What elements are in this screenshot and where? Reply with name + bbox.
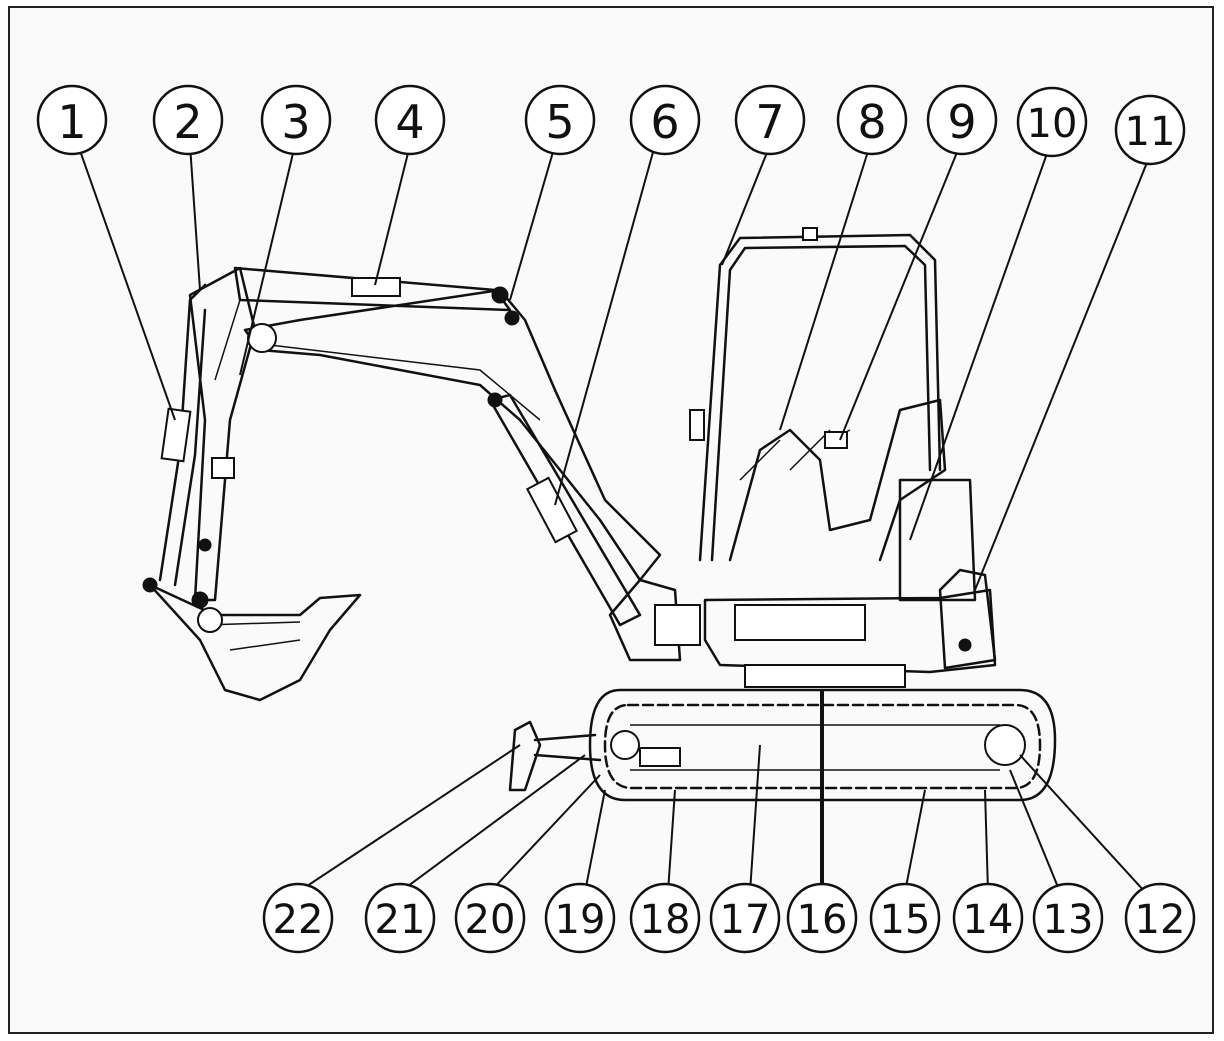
callout-10: 10 bbox=[1016, 86, 1088, 158]
svg-text:16: 16 bbox=[797, 897, 848, 943]
callouts-bottom: 22 21 20 19 18 17 16 15 14 13 12 bbox=[262, 882, 1196, 954]
callout-1: 1 bbox=[36, 84, 108, 156]
callout-11: 11 bbox=[1114, 94, 1186, 166]
callout-13: 13 bbox=[1032, 882, 1104, 954]
svg-text:13: 13 bbox=[1043, 897, 1094, 943]
excavator-illustration bbox=[142, 227, 1057, 802]
callout-8: 8 bbox=[836, 84, 908, 156]
callout-5: 5 bbox=[524, 84, 596, 156]
callout-2: 2 bbox=[152, 84, 224, 156]
svg-text:11: 11 bbox=[1125, 109, 1176, 155]
callout-12: 12 bbox=[1124, 882, 1196, 954]
callout-19: 19 bbox=[544, 882, 616, 954]
callout-14: 14 bbox=[952, 882, 1024, 954]
callout-4: 4 bbox=[374, 84, 446, 156]
callout-3: 3 bbox=[260, 84, 332, 156]
boom-cylinder bbox=[487, 392, 642, 627]
dozer-blade bbox=[508, 720, 602, 792]
svg-text:17: 17 bbox=[720, 897, 771, 943]
svg-text:4: 4 bbox=[395, 95, 424, 149]
svg-text:9: 9 bbox=[947, 95, 976, 149]
svg-text:5: 5 bbox=[545, 95, 574, 149]
callout-15: 15 bbox=[869, 882, 941, 954]
svg-text:18: 18 bbox=[640, 897, 691, 943]
upper-structure bbox=[703, 568, 997, 674]
swing-bracket bbox=[608, 578, 701, 662]
bucket-cylinder bbox=[158, 283, 212, 587]
diagram-frame bbox=[8, 6, 1214, 1034]
track bbox=[588, 688, 1057, 802]
svg-text:12: 12 bbox=[1135, 897, 1186, 943]
svg-text:22: 22 bbox=[273, 897, 324, 943]
canopy bbox=[689, 227, 942, 562]
svg-text:15: 15 bbox=[880, 897, 931, 943]
svg-text:8: 8 bbox=[857, 95, 886, 149]
svg-text:1: 1 bbox=[57, 95, 86, 149]
arm-cylinder bbox=[233, 266, 512, 312]
bucket bbox=[142, 577, 362, 702]
callout-6: 6 bbox=[629, 84, 701, 156]
svg-text:7: 7 bbox=[755, 95, 784, 149]
leader-lines bbox=[77, 144, 1151, 893]
callout-22: 22 bbox=[262, 882, 334, 954]
callout-20: 20 bbox=[454, 882, 526, 954]
arm bbox=[188, 266, 257, 609]
swing-bearing bbox=[744, 664, 906, 688]
boom bbox=[243, 286, 662, 582]
callout-21: 21 bbox=[364, 882, 436, 954]
svg-text:3: 3 bbox=[281, 95, 310, 149]
callout-7: 7 bbox=[734, 84, 806, 156]
svg-text:20: 20 bbox=[465, 897, 516, 943]
svg-text:19: 19 bbox=[555, 897, 606, 943]
callout-18: 18 bbox=[629, 882, 701, 954]
svg-text:6: 6 bbox=[650, 95, 679, 149]
svg-text:14: 14 bbox=[963, 897, 1014, 943]
callout-16: 16 bbox=[786, 882, 858, 954]
svg-text:10: 10 bbox=[1027, 101, 1078, 147]
callout-9: 9 bbox=[926, 84, 998, 156]
callout-17: 17 bbox=[709, 882, 781, 954]
svg-text:21: 21 bbox=[375, 897, 426, 943]
svg-text:2: 2 bbox=[173, 95, 202, 149]
callouts-top: 1 2 3 4 5 6 7 8 9 10 11 bbox=[36, 84, 1186, 166]
